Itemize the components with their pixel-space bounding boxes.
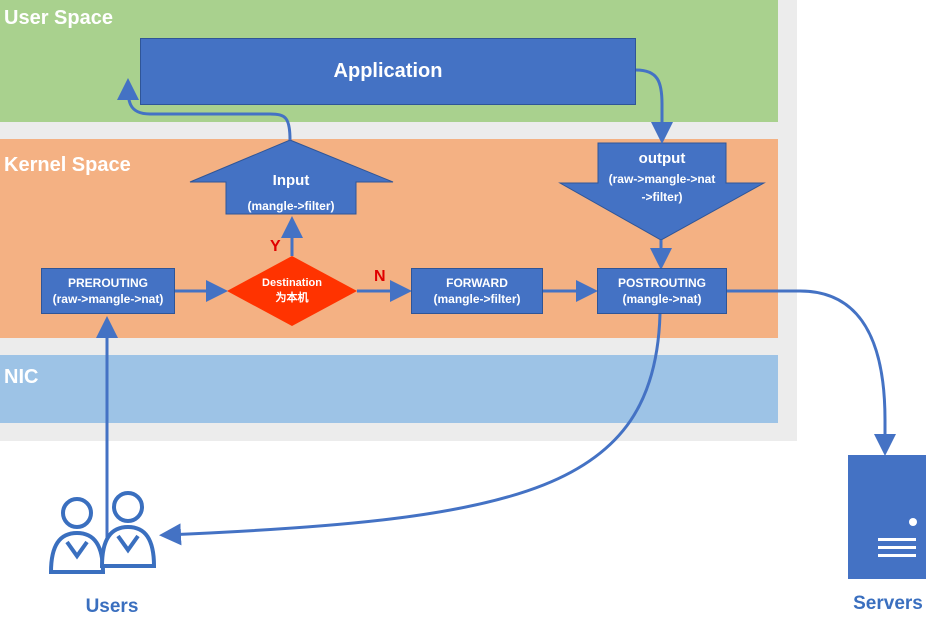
postrouting-subtitle: (mangle->nat): [622, 292, 702, 306]
arrow-postrouting-to-users: [159, 313, 662, 546]
forward-subtitle: (mangle->filter): [433, 292, 521, 306]
server-icon: [848, 455, 926, 579]
prerouting-subtitle: (raw->mangle->nat): [52, 292, 164, 306]
edge-label-yes: Y: [270, 238, 281, 255]
destination-decision-text: Destination 为本机: [242, 276, 342, 306]
user-space-label: User Space: [4, 7, 113, 29]
servers-caption: Servers: [853, 593, 923, 614]
output-title: output: [638, 150, 686, 167]
destination-line1: Destination: [262, 277, 322, 289]
forward-node: FORWARD (mangle->filter): [411, 268, 543, 314]
prerouting-node: PREROUTING (raw->mangle->nat): [41, 268, 175, 314]
application-node: Application: [140, 38, 636, 105]
edge-label-no: N: [374, 268, 386, 285]
arrow-application-to-output: [635, 68, 673, 144]
nic-label: NIC: [4, 366, 39, 388]
application-label: Application: [333, 60, 443, 82]
arrow-postrouting-to-servers: [727, 289, 896, 456]
prerouting-title: PREROUTING: [67, 276, 148, 290]
input-subtitle: (mangle->filter): [247, 199, 335, 213]
output-node-shape: [558, 142, 766, 241]
nic-layer: NIC: [0, 355, 778, 423]
output-subtitle-line1: (raw->mangle->nat: [608, 172, 716, 186]
destination-line2: 为本机: [275, 292, 309, 304]
arrow-input-to-application: [117, 78, 292, 141]
postrouting-node: POSTROUTING (mangle->nat): [597, 268, 727, 314]
destination-decision-shape: [227, 256, 357, 326]
input-node-shape: [189, 139, 394, 215]
users-icon: [48, 491, 157, 574]
output-node-text: output (raw->mangle->nat ->filter): [586, 150, 738, 206]
input-node-text: Input (mangle->filter): [226, 172, 356, 214]
input-title: Input: [272, 172, 310, 189]
kernel-space-label: Kernel Space: [4, 154, 131, 176]
postrouting-title: POSTROUTING: [617, 276, 706, 290]
output-subtitle-line2: ->filter): [641, 190, 683, 204]
users-caption: Users: [85, 596, 139, 617]
forward-title: FORWARD: [446, 276, 508, 290]
